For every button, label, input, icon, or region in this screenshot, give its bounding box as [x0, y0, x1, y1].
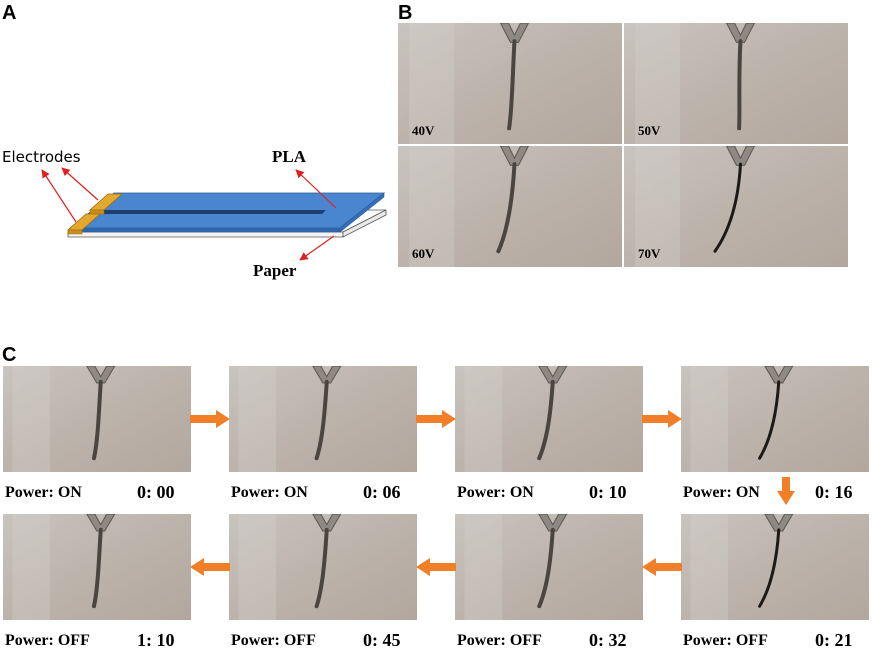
holder-clip	[725, 23, 756, 43]
holder-clip	[764, 366, 794, 384]
power-status: Power: OFF	[457, 632, 542, 649]
voltage-photo-60V	[398, 146, 622, 267]
actuator-strip	[91, 379, 103, 461]
pla-layer-edge	[69, 227, 341, 233]
flow-arrow-left-1	[642, 558, 682, 581]
timelapse-frame-6	[455, 514, 643, 620]
flow-arrow-right-1	[190, 410, 230, 433]
paper-label: Paper	[253, 261, 297, 280]
elapsed-time: 0: 45	[363, 630, 401, 650]
device-schematic: Electrodes PLA Paper	[2, 147, 387, 280]
actuator-strip	[314, 527, 329, 609]
pla-label: PLA	[272, 147, 307, 166]
timelapse-frame-3	[455, 366, 643, 472]
actuator-strip	[507, 39, 517, 131]
panel-b-letter: B	[398, 2, 413, 24]
power-status: Power: ON	[231, 484, 308, 501]
power-status: Power: ON	[683, 484, 760, 501]
timelapse-frame-5	[681, 514, 869, 620]
actuator-strip	[496, 162, 517, 254]
voltage-label: 60V	[412, 246, 435, 261]
electrode-pointer-2	[61, 167, 99, 201]
voltage-photo-40V	[398, 23, 622, 144]
power-status: Power: ON	[457, 484, 534, 501]
holder-clip	[499, 23, 530, 43]
timelapse-frame-4	[681, 366, 869, 472]
voltage-label: 40V	[412, 123, 435, 138]
paper-layer-edge	[67, 231, 344, 238]
actuator-strip	[537, 527, 555, 609]
elapsed-time: 0: 32	[589, 630, 627, 650]
actuator-strip	[314, 379, 329, 461]
electrode-pointer-1	[41, 169, 77, 223]
actuator-strip	[758, 380, 781, 460]
elapsed-time: 0: 21	[815, 630, 853, 650]
pla-pointer	[295, 169, 337, 209]
flow-arrow-left-2	[416, 558, 456, 581]
actuator-strip	[758, 528, 781, 608]
voltage-label: 50V	[638, 123, 661, 138]
voltage-photo-70V	[624, 146, 848, 267]
elapsed-time: 0: 06	[363, 482, 401, 502]
power-status: Power: ON	[5, 484, 82, 501]
holder-clip	[725, 146, 756, 166]
panel-a-letter: A	[2, 2, 17, 24]
electrodes-label: Electrodes	[2, 148, 81, 166]
power-status: Power: OFF	[231, 632, 316, 649]
holder-clip	[538, 366, 568, 384]
holder-clip	[86, 514, 116, 532]
actuator-strip	[713, 162, 742, 253]
voltage-label: 70V	[638, 246, 661, 261]
holder-clip	[499, 146, 530, 166]
panel-c-letter: C	[2, 344, 17, 366]
holder-clip	[312, 366, 342, 384]
actuator-strip	[537, 379, 555, 461]
timelapse-frame-8	[3, 514, 191, 620]
actuator-strip	[737, 39, 743, 131]
holder-clip	[312, 514, 342, 532]
actuator-strip	[91, 527, 103, 609]
voltage-photo-50V	[624, 23, 848, 144]
power-status: Power: OFF	[683, 632, 768, 649]
flow-arrow-down	[777, 477, 795, 510]
holder-clip	[764, 514, 794, 532]
holder-clip	[538, 514, 568, 532]
power-status: Power: OFF	[5, 632, 90, 649]
elapsed-time: 0: 16	[815, 482, 853, 502]
timelapse-frame-1	[3, 366, 191, 472]
elapsed-time: 0: 10	[589, 482, 627, 502]
flow-arrow-right-2	[416, 410, 456, 433]
timelapse-frame-2	[229, 366, 417, 472]
flow-arrow-left-3	[190, 558, 230, 581]
paper-pointer	[299, 235, 335, 261]
holder-clip	[86, 366, 116, 384]
timelapse-frame-7	[229, 514, 417, 620]
flow-arrow-right-3	[642, 410, 682, 433]
pla-slit	[92, 210, 326, 214]
elapsed-time: 1: 10	[137, 630, 175, 650]
elapsed-time: 0: 00	[137, 482, 175, 502]
